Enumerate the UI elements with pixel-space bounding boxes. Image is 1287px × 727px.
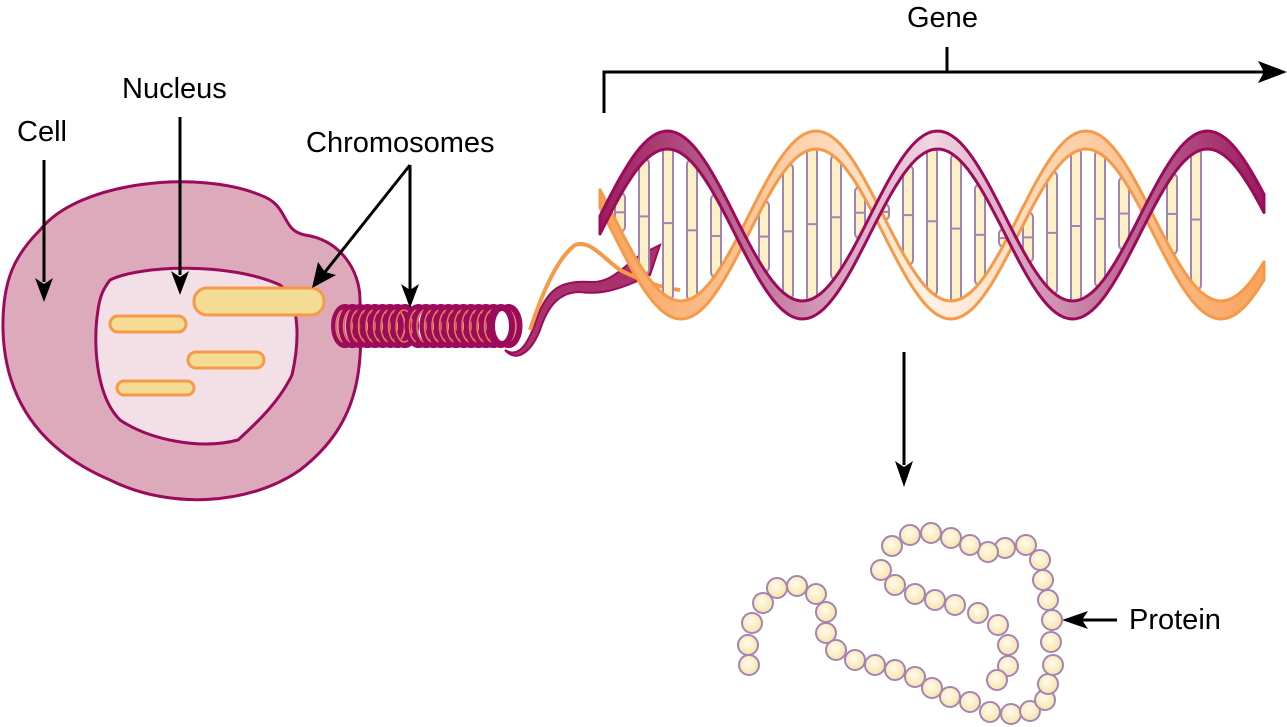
amino-acid-bead [825,639,847,661]
label-cell: Cell [17,116,67,148]
chromosome [115,379,196,397]
amino-acid-bead [1040,631,1062,653]
amino-acid-bead [939,686,961,708]
amino-acid-bead [997,634,1019,656]
dna-strand-orange [598,129,1266,321]
amino-acid-bead [1000,703,1022,725]
amino-acid-bead [924,589,946,611]
amino-acid-bead [1037,589,1059,611]
amino-acid-bead [987,614,1009,636]
amino-acid-bead [1032,569,1054,591]
amino-acid-bead [1041,609,1063,631]
amino-acid-bead [766,577,788,599]
amino-acid-bead [921,677,943,699]
amino-acid-bead [864,654,886,676]
chromosome [186,350,266,370]
amino-acid-bead [881,535,903,557]
amino-acid-bead [967,602,989,624]
gene-to-protein-arrow [895,352,913,487]
amino-acid-bead [738,654,760,676]
dna-double-helix [598,129,1266,321]
amino-acid-bead [1042,654,1064,676]
amino-acid-bead [1019,700,1041,722]
amino-acid-bead [979,701,1001,723]
chromosome [192,286,326,317]
coiled-chromosome [331,304,523,348]
chromosomes-arrow-to-coil [401,165,419,308]
cell-arrow [35,160,53,302]
amino-acid-bead [920,522,942,544]
amino-acid-bead [904,666,926,688]
amino-acid-bead [959,691,981,713]
amino-acid-bead [1029,549,1051,571]
amino-acid-bead [1037,673,1059,695]
amino-acid-bead [959,534,981,556]
label-protein: Protein [1129,604,1221,636]
protein-arrow [1062,611,1117,629]
chromosome [108,314,188,334]
amino-acid-bead [899,524,921,546]
label-chromosomes: Chromosomes [306,127,495,159]
coil-ring [376,304,404,348]
amino-acid-bead [904,583,926,605]
label-gene: Gene [907,2,978,34]
amino-acid-bead [940,527,962,549]
chromosomes-arrow-to-nucleus [312,164,412,288]
amino-acid-bead [986,669,1008,691]
amino-acid-bead [741,612,763,634]
amino-acid-bead [870,559,892,581]
coil-ring-end [489,305,515,347]
amino-acid-bead [737,634,759,656]
amino-acid-bead [815,601,837,623]
protein-chain [737,522,1064,725]
gene-bracket [602,47,1287,113]
cell [1,180,363,502]
amino-acid-bead [805,583,827,605]
amino-acid-bead [1015,534,1037,556]
amino-acid-bead [844,649,866,671]
amino-acid-bead [815,622,837,644]
amino-acid-bead [944,594,966,616]
amino-acid-bead [752,592,774,614]
amino-acid-bead [786,575,808,597]
amino-acid-bead [884,659,906,681]
nucleus-arrow [171,117,189,295]
dna-strand-magenta [598,129,1266,321]
label-nucleus: Nucleus [122,73,227,105]
amino-acid-bead [884,574,906,596]
